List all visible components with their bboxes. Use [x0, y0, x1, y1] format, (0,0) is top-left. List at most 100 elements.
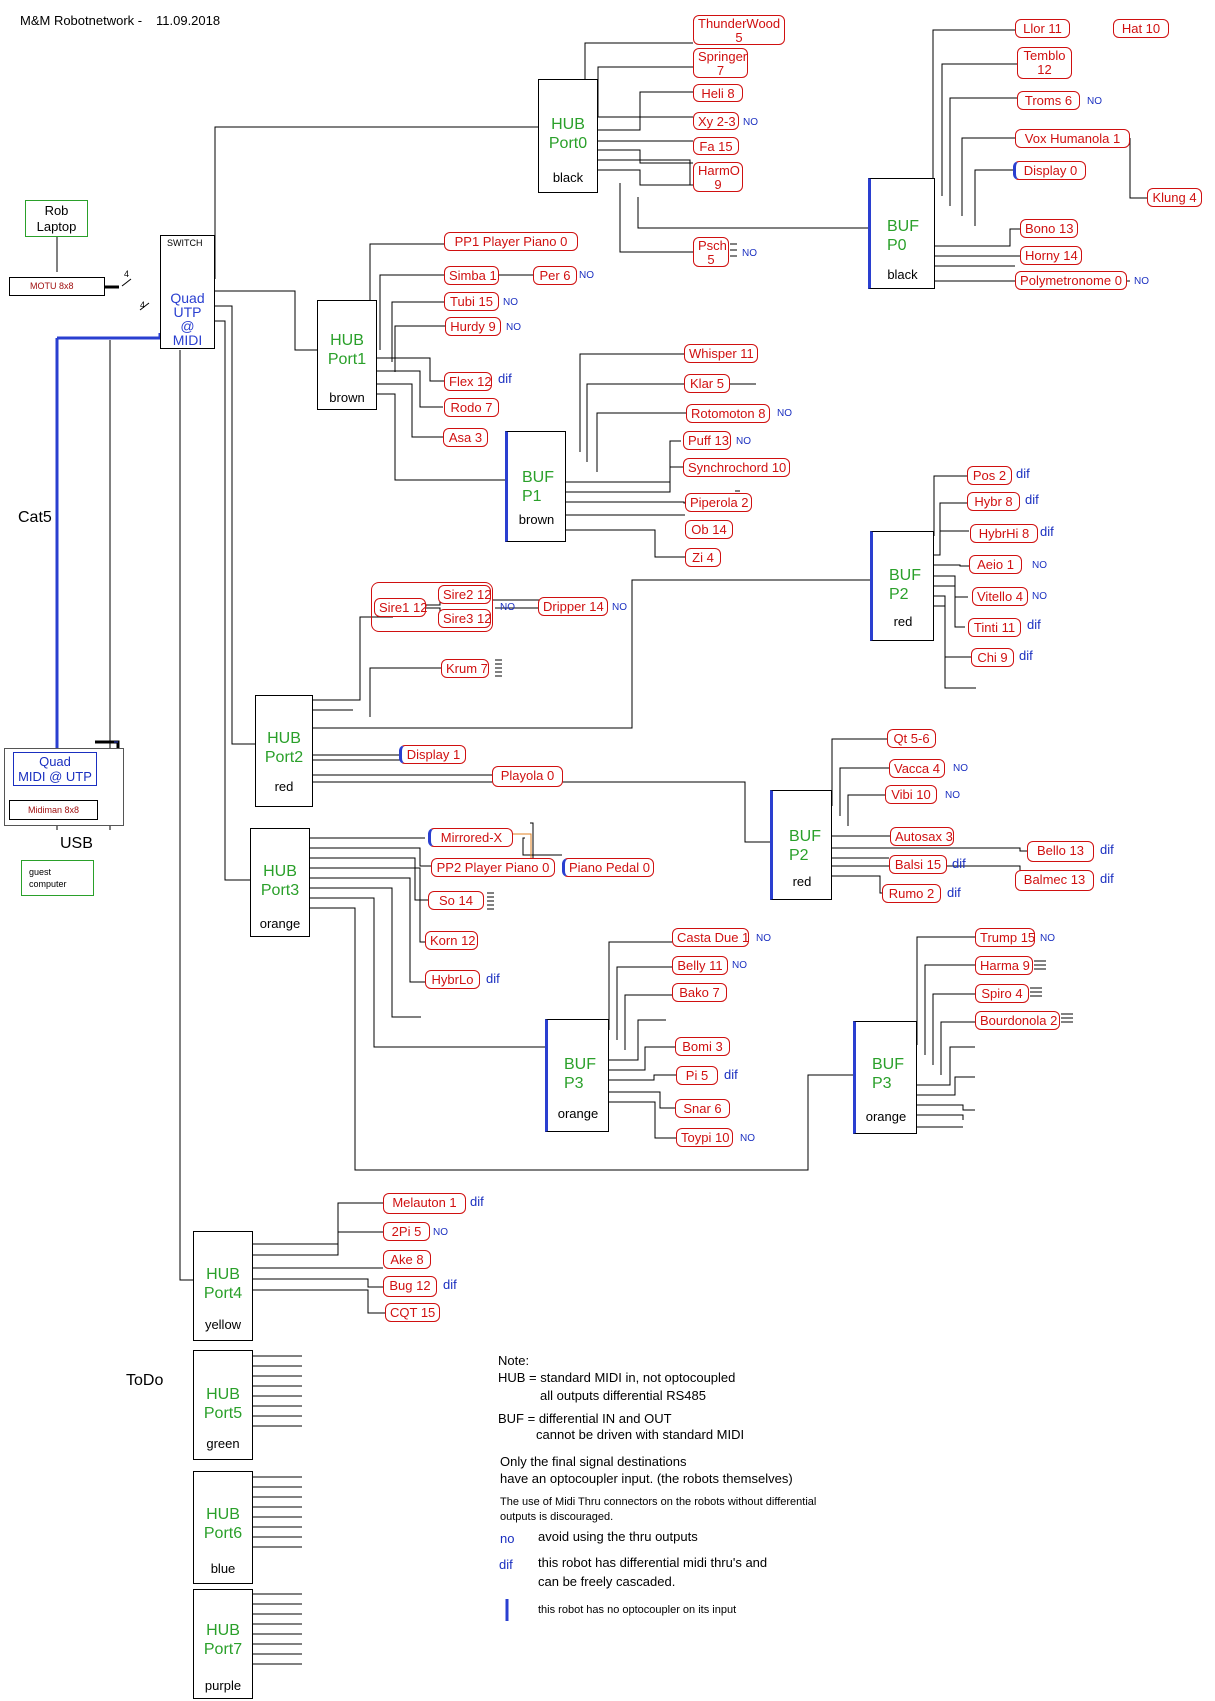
hub-port5-label: HUB Port5	[203, 1386, 243, 1422]
tag-balmec-dif: dif	[1100, 871, 1114, 886]
note-hub-line2: all outputs differential RS485	[540, 1388, 706, 1403]
robot-ake: Ake 8	[383, 1250, 431, 1269]
hub-port6-color: blue	[210, 1561, 236, 1576]
robot-bello: Bello 13	[1027, 841, 1094, 862]
legend-dif-text1: this robot has differential midi thru's …	[538, 1555, 768, 1570]
tag-chi-dif: dif	[1019, 648, 1033, 663]
robot-xy: Xy 2-3	[693, 112, 739, 130]
hub-port7: HUB Port7 purple	[193, 1589, 253, 1699]
robot-hat: Hat 10	[1113, 19, 1169, 38]
robot-casta-due: Casta Due 1	[672, 928, 749, 947]
robot-korn: Korn 12	[425, 931, 478, 950]
robot-display0: Display 0	[1013, 161, 1086, 180]
robot-balmec: Balmec 13	[1015, 870, 1094, 891]
robot-display1: Display 1	[399, 745, 466, 764]
robot-asa: Asa 3	[443, 428, 488, 447]
robot-pp1: PP1 Player Piano 0	[444, 232, 578, 251]
tag-tinti-dif: dif	[1027, 617, 1041, 632]
tag-troms-no: NO	[1087, 96, 1102, 107]
hub-port3: HUB Port3 orange	[250, 828, 310, 937]
robot-so: So 14	[428, 891, 484, 910]
robot-rodo: Rodo 7	[444, 398, 499, 417]
bus-count-a: 4	[124, 269, 130, 279]
hub-port0-color: black	[552, 170, 584, 185]
buf-p1-color: brown	[518, 512, 555, 527]
buf-p3-left: BUF P3 orange	[545, 1019, 609, 1132]
tag-hybr-dif: dif	[1025, 492, 1039, 507]
robot-per: Per 6	[533, 266, 577, 285]
robot-hybrlo: HybrLo	[425, 970, 480, 989]
robot-puff: Puff 13	[683, 431, 731, 450]
hub-port5: HUB Port5 green	[193, 1350, 253, 1460]
robot-zi: Zi 4	[685, 548, 721, 567]
tag-flex-dif: dif	[498, 371, 512, 386]
buf-p0: BUF P0 black	[868, 178, 935, 289]
robot-piano-pedal: Piano Pedal 0	[562, 858, 654, 877]
robot-vox-humanola: Vox Humanola 1	[1015, 129, 1130, 148]
buf-p3-left-color: orange	[557, 1106, 599, 1121]
diagram-title: M&M Robotnetwork -	[20, 13, 143, 28]
buf-p2-upper-label: BUF P2	[889, 567, 921, 603]
hub-port4: HUB Port4 yellow	[193, 1231, 253, 1341]
hub-port1-label: HUB Port1	[327, 332, 367, 368]
midiman-box: Midiman 8x8	[9, 800, 98, 820]
legend-dif-text2: can be freely cascaded.	[538, 1574, 676, 1589]
hub-port3-color: orange	[259, 916, 301, 931]
robot-balsi: Balsi 15	[889, 855, 947, 874]
robot-spiro: Spiro 4	[975, 984, 1029, 1003]
diagram-date: 11.09.2018	[156, 13, 221, 28]
robot-horny: Horny 14	[1020, 246, 1082, 265]
tag-per-no: NO	[579, 270, 594, 281]
legend-no-text: avoid using the thru outputs	[538, 1529, 698, 1544]
buf-p2-lower: BUF P2 red	[770, 790, 832, 900]
robot-springer: Springer 7	[693, 48, 748, 78]
robot-pos: Pos 2	[967, 466, 1012, 485]
tag-2pi-no: NO	[433, 1227, 448, 1238]
tag-hybrlo-dif: dif	[486, 971, 500, 986]
tag-hurdy-no: NO	[506, 322, 521, 333]
motu-box: MOTU 8x8	[9, 277, 105, 296]
tag-pos-dif: dif	[1016, 466, 1030, 481]
tag-xy-no: NO	[743, 117, 758, 128]
robot-vacca: Vacca 4	[889, 759, 945, 778]
buf-p3-left-label: BUF P3	[564, 1056, 596, 1092]
todo-label: ToDo	[126, 1372, 164, 1389]
buf-p1: BUF P1 brown	[505, 431, 566, 542]
robot-vitello: Vitello 4	[972, 587, 1028, 606]
robot-polymetronome: Polymetronome 0	[1015, 271, 1127, 290]
tag-tubi-no: NO	[503, 297, 518, 308]
robot-rotomoton: Rotomoton 8	[686, 404, 770, 423]
robot-hybrhi: HybrHi 8	[970, 524, 1038, 543]
rob-laptop-box: Rob Laptop	[25, 200, 88, 237]
robot-troms: Troms 6	[1017, 91, 1080, 110]
robot-ob: Ob 14	[685, 520, 733, 539]
tag-vitello-no: NO	[1032, 591, 1047, 602]
robot-qt: Qt 5-6	[887, 729, 936, 748]
robot-2pi: 2Pi 5	[383, 1222, 430, 1241]
robot-tubi: Tubi 15	[444, 292, 499, 311]
hub-port6: HUB Port6 blue	[193, 1471, 253, 1584]
robot-bomi: Bomi 3	[675, 1037, 730, 1056]
tag-aeio-no: NO	[1032, 560, 1047, 571]
guest-computer-box: guest computer	[21, 860, 94, 896]
robot-bono: Bono 13	[1020, 219, 1078, 238]
buf-p0-label: BUF P0	[887, 218, 919, 254]
robot-klar: Klar 5	[684, 374, 730, 393]
robot-rumo: Rumo 2	[882, 884, 941, 903]
cat5-label: Cat5	[18, 509, 52, 526]
robot-simba: Simba 1	[444, 266, 499, 285]
note-heading: Note:	[498, 1353, 530, 1368]
buf-p2-lower-label: BUF P2	[789, 828, 821, 864]
hub-port0: HUB Port0 black	[538, 79, 598, 193]
robot-toypi: Toypi 10	[676, 1128, 733, 1147]
tag-toypi-no: NO	[740, 1133, 755, 1144]
sire-group	[371, 582, 493, 632]
robot-thunderwood: ThunderWood 5	[693, 15, 785, 45]
switch-box: SWITCH Quad UTP @ MIDI	[160, 235, 215, 349]
robot-temblo: Temblo 12	[1017, 47, 1072, 79]
hub-port7-color: purple	[204, 1678, 242, 1693]
robot-belly: Belly 11	[672, 956, 728, 975]
hub-port4-label: HUB Port4	[203, 1266, 243, 1302]
robot-heli: Heli 8	[693, 84, 743, 102]
robot-dripper: Dripper 14	[538, 597, 608, 616]
